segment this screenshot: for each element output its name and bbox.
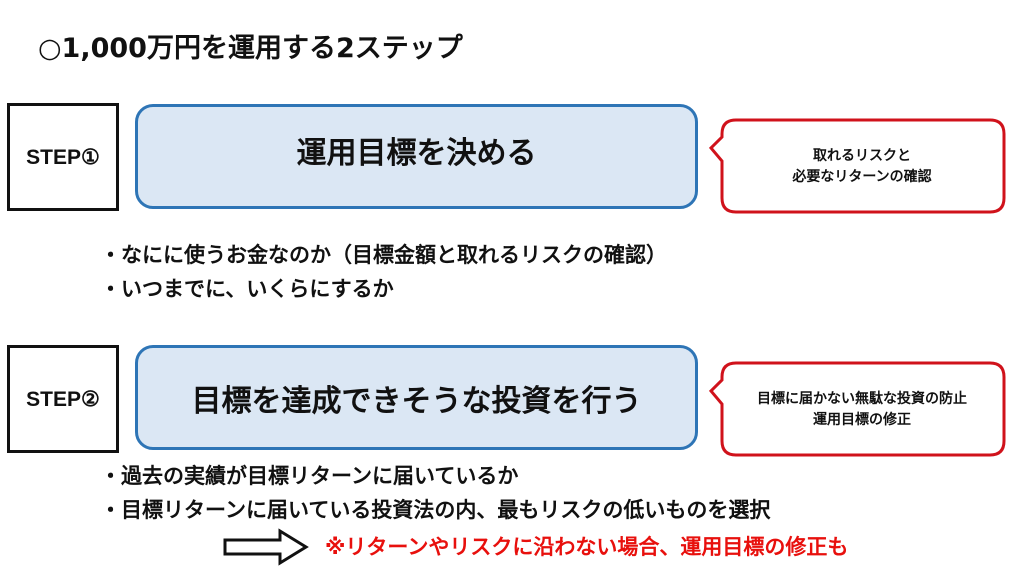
list-item: いつまでに、いくらにするか: [100, 272, 667, 306]
callout-line: 運用目標の修正: [813, 412, 911, 428]
list-item: 目標リターンに届いている投資法の内、最もリスクの低いものを選択: [100, 493, 770, 527]
callout-line: 目標に届かない無駄な投資の防止: [757, 391, 967, 407]
step-1-bullet-list: なにに使うお金なのか（目標金額と取れるリスクの確認） いつまでに、いくらにするか: [100, 238, 667, 306]
speech-bubble-shape: [708, 361, 1006, 457]
speech-bubble-shape: [708, 118, 1006, 214]
step-2-goal-box: 目標を達成できそうな投資を行う: [135, 345, 698, 450]
callout-line: 必要なリターンの確認: [792, 169, 932, 185]
step-1-label: STEP①: [7, 103, 119, 211]
step-2-callout: 目標に届かない無駄な投資の防止 運用目標の修正: [708, 360, 1008, 460]
callout-line: 取れるリスクと: [813, 148, 911, 164]
step-1-goal-box: 運用目標を決める: [135, 104, 698, 209]
page-title: ○1,000万円を運用する2ステップ: [38, 33, 463, 64]
step-2-label: STEP②: [7, 345, 119, 453]
step-2-bullet-list: 過去の実績が目標リターンに届いているか 目標リターンに届いている投資法の内、最も…: [100, 459, 770, 527]
step-1-callout: 取れるリスクと 必要なリターンの確認: [708, 117, 1008, 217]
right-arrow-outline-icon: [222, 528, 310, 570]
list-item: 過去の実績が目標リターンに届いているか: [100, 459, 770, 493]
list-item: なにに使うお金なのか（目標金額と取れるリスクの確認）: [100, 238, 667, 272]
warning-note: ※リターンやリスクに沿わない場合、運用目標の修正も: [325, 535, 849, 559]
